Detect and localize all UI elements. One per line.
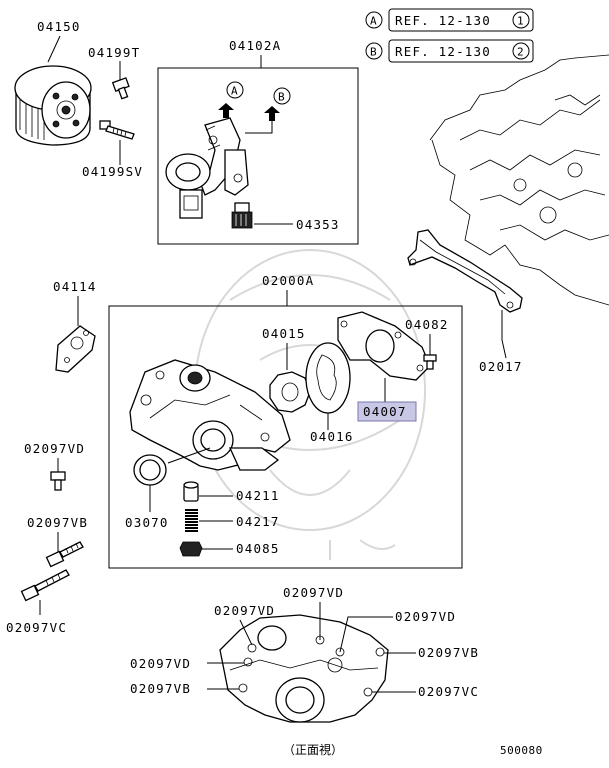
box-02000A [108, 305, 463, 569]
bolt-04082 [423, 354, 437, 370]
label-02097VB: 02097VB [27, 515, 88, 530]
label-b-02097VC-right: 02097VC [418, 684, 479, 699]
bolt-02097VB [45, 541, 84, 568]
label-b-02097VD-left2: 02097VD [130, 656, 191, 671]
label-04016: 04016 [310, 429, 354, 444]
gasket-02017 [407, 229, 523, 359]
arrow-b: B [245, 87, 291, 134]
diagram-id: 500080 [500, 744, 543, 757]
ref-b-box: B REF. 12-130 2 [365, 39, 534, 63]
plunger-04211 [183, 481, 199, 502]
label-04102A: 04102A [229, 38, 281, 53]
plug-04085 [179, 541, 203, 557]
label-04114: 04114 [53, 279, 97, 294]
rotor-04016 [305, 342, 351, 414]
gasket-04114 [55, 325, 96, 373]
label-04007[interactable]: 04007 [363, 404, 407, 419]
svg-text:A: A [231, 85, 238, 98]
label-02017: 02017 [479, 359, 523, 374]
label-04150: 04150 [37, 19, 81, 34]
gear-04015 [269, 371, 311, 413]
label-04353: 04353 [296, 217, 340, 232]
label-04217: 04217 [236, 514, 280, 529]
front-view-assembly [219, 614, 389, 723]
spring-04217 [185, 509, 198, 532]
label-04199SV: 04199SV [82, 164, 143, 179]
svg-text:1: 1 [517, 15, 524, 28]
bolt-02097VC [20, 569, 70, 602]
svg-text:REF. 12-130: REF. 12-130 [395, 13, 491, 28]
box-04102A [157, 67, 359, 245]
svg-text:REF. 12-130: REF. 12-130 [395, 44, 491, 59]
label-04015: 04015 [262, 326, 306, 341]
label-b-02097VD-top: 02097VD [283, 585, 344, 600]
label-02000A: 02000A [262, 273, 314, 288]
caption-front-view: （正面視） [283, 742, 343, 757]
cover-plate-04007 [337, 311, 431, 381]
svg-text:2: 2 [517, 46, 524, 59]
label-b-02097VB-right: 02097VB [418, 645, 479, 660]
bolt-02097VD [50, 471, 66, 491]
svg-text:B: B [370, 46, 377, 59]
oil-pump-housing-part [165, 117, 249, 219]
label-03070: 03070 [125, 515, 169, 530]
label-04082: 04082 [405, 317, 449, 332]
oil-filter-04150 [14, 65, 92, 146]
label-04211: 04211 [236, 488, 280, 503]
svg-text:A: A [370, 15, 377, 28]
plug-04353 [231, 202, 253, 229]
label-04199T: 04199T [88, 45, 140, 60]
label-b-02097VD-right: 02097VD [395, 609, 456, 624]
engine-block [429, 54, 609, 306]
oil-seal-03070 [133, 454, 167, 486]
ref-a-box: A REF. 12-130 1 [365, 8, 534, 32]
oil-pump-body [129, 359, 291, 471]
highlight-04007 [357, 401, 417, 422]
label-04085: 04085 [236, 541, 280, 556]
label-02097VD: 02097VD [24, 441, 85, 456]
label-b-02097VD-left1: 02097VD [214, 603, 275, 618]
svg-text:B: B [278, 91, 285, 104]
stud-04199SV [99, 120, 135, 140]
arrow-a: A [218, 81, 244, 118]
label-02097VC: 02097VC [6, 620, 67, 635]
label-b-02097VB-left: 02097VB [130, 681, 191, 696]
bolt-04199T [111, 77, 130, 100]
